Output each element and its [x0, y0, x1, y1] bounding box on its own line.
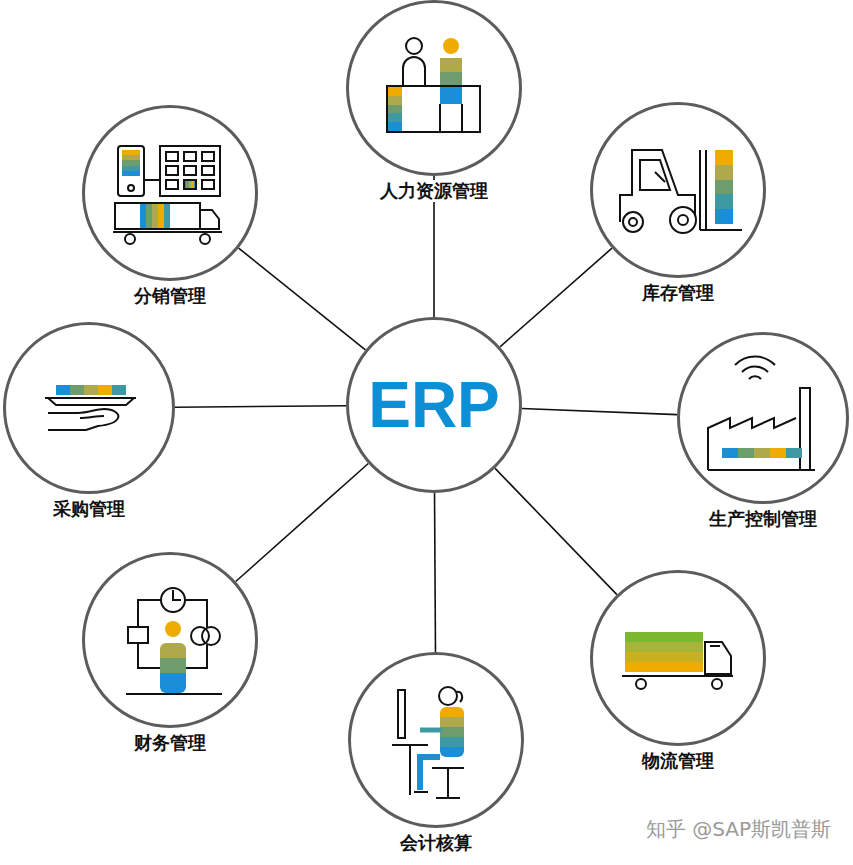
module-label: 库存管理 [638, 282, 718, 304]
module-label: 财务管理 [130, 732, 210, 754]
module-circle: 分销管理 [82, 105, 258, 281]
watermark: 知乎 @SAP斯凯普斯 [646, 816, 831, 843]
module-circle: 生产控制管理 [677, 332, 849, 504]
module-label: 采购管理 [49, 498, 129, 520]
distribution-icon [113, 146, 222, 244]
hub-circle: ERP [346, 317, 522, 493]
module-circle: 财务管理 [82, 552, 258, 728]
module-circle: 库存管理 [590, 102, 766, 278]
circle-border [348, 319, 521, 492]
circle-outline [82, 552, 258, 728]
connector-line [495, 468, 617, 594]
module-label: 会计核算 [396, 832, 476, 854]
module-circle: 人力资源管理 [346, 0, 522, 176]
connector-line [175, 406, 346, 407]
connector-line [434, 493, 437, 652]
circle-outline [3, 322, 175, 494]
circle-outline [677, 332, 849, 504]
module-label: 物流管理 [638, 750, 718, 772]
circle-border [5, 324, 174, 493]
production-icon [708, 357, 815, 470]
connector-line [500, 248, 612, 347]
finance-icon [126, 588, 222, 694]
circle-outline [348, 652, 524, 828]
module-label: 生产控制管理 [705, 508, 821, 530]
circle-outline [82, 105, 258, 281]
accounting-icon [392, 687, 464, 798]
circle-outline [346, 0, 522, 176]
hr-icon [387, 38, 480, 132]
circle-border [350, 654, 523, 827]
module-circle: 采购管理 [3, 322, 175, 494]
purchasing-icon [45, 385, 136, 430]
connector-line [239, 248, 366, 350]
module-circle: 物流管理 [590, 570, 766, 746]
circle-border [84, 107, 257, 280]
circle-outline [590, 102, 766, 278]
inventory-icon [620, 150, 742, 233]
circle-border [592, 572, 765, 745]
module-label: 人力资源管理 [376, 180, 492, 202]
module-circle: 会计核算 [348, 652, 524, 828]
circle-outline [590, 570, 766, 746]
circle-border [84, 554, 257, 727]
circle-border [592, 104, 765, 277]
logistics-icon [622, 632, 733, 689]
hub-title: ERP [368, 368, 500, 442]
module-label: 分销管理 [130, 285, 210, 307]
circle-border [679, 334, 848, 503]
connector-line [236, 464, 369, 582]
circle-border [348, 2, 521, 175]
connector-line [522, 408, 677, 414]
